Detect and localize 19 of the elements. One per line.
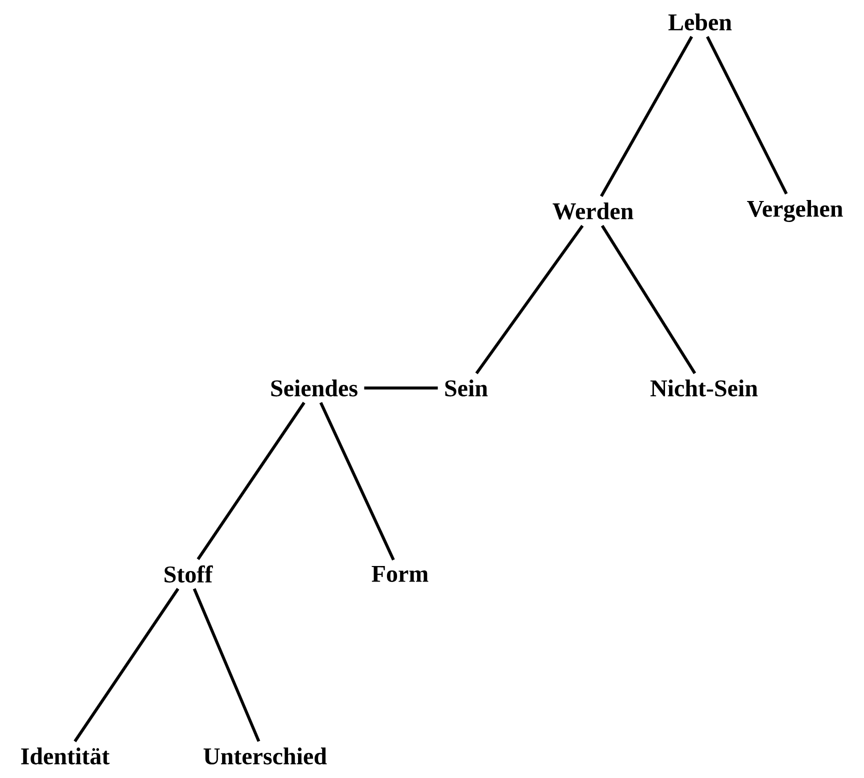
connector-line <box>192 588 260 742</box>
word-label: Unterschied <box>204 748 327 764</box>
word-label: Identität <box>21 748 110 764</box>
word-label: Stoff <box>164 565 213 583</box>
connector-line <box>600 36 694 198</box>
word-label: Form <box>372 566 428 582</box>
word-label: Nicht-Sein <box>650 380 758 396</box>
connector-line <box>319 402 395 560</box>
word-label: Seiendes <box>271 380 358 396</box>
connector-line <box>600 224 696 374</box>
connector-line <box>74 588 180 742</box>
word-label: Werden <box>552 202 634 220</box>
connector-line <box>196 402 306 560</box>
connector-line <box>475 224 584 374</box>
connector-line <box>706 36 788 194</box>
word-label: Leben <box>668 14 732 30</box>
connector-line <box>364 386 438 390</box>
word-label: Vergehen <box>747 200 843 222</box>
word-label: Sein <box>445 380 488 396</box>
